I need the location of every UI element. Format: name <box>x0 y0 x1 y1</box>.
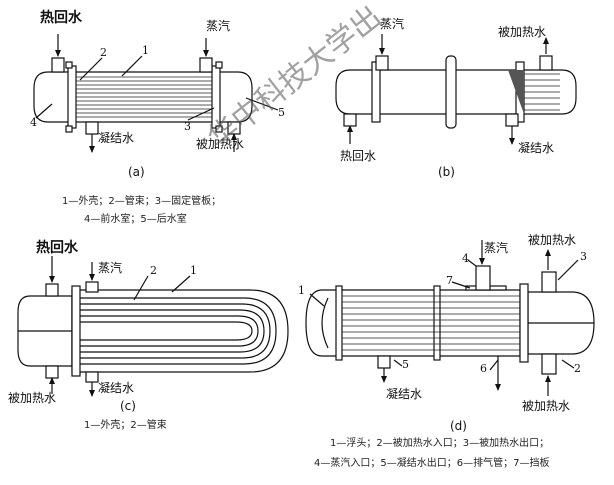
label-a-steam: 蒸汽 <box>206 18 230 33</box>
part-d-4: 4 <box>462 252 469 265</box>
part-c-1: 1 <box>190 264 197 277</box>
part-a-5: 5 <box>278 106 285 119</box>
part-d-3: 3 <box>580 250 587 263</box>
tube-bundle-a <box>76 76 212 118</box>
legend-d-line2: 4—蒸汽入口；5—凝结水出口；6—排气管；7—挡板 <box>314 456 549 469</box>
part-d-5: 5 <box>402 358 409 371</box>
caption-d: (d) <box>450 419 467 433</box>
caption-c: (c) <box>120 399 136 413</box>
tube-bundle-b <box>508 70 560 114</box>
label-c-steam: 蒸汽 <box>98 260 122 275</box>
label-d-steam: 蒸汽 <box>484 240 508 255</box>
caption-a: (a) <box>128 165 145 179</box>
part-a-1: 1 <box>142 44 149 57</box>
part-d-6: 6 <box>480 362 487 375</box>
diagram-a: 热回水 蒸汽 凝结水 被加热水 2 1 3 4 5 (a) 1—外壳；2—管束；… <box>30 9 285 225</box>
tube-bundle-d <box>342 295 520 351</box>
part-d-2: 2 <box>574 362 581 375</box>
label-b-hot-return: 热回水 <box>340 149 376 163</box>
label-b-heated-water: 被加热水 <box>498 25 546 39</box>
diagram-b: 蒸汽 被加热水 热回水 凝结水 (b) <box>335 16 577 179</box>
tube-bundle-c <box>18 297 277 365</box>
label-d-condensate: 凝结水 <box>386 386 422 401</box>
label-a-condensate: 凝结水 <box>98 130 134 145</box>
label-b-steam: 蒸汽 <box>380 16 404 31</box>
label-c-heated-water: 被加热水 <box>8 391 56 405</box>
part-d-7: 7 <box>446 274 453 287</box>
caption-b: (b) <box>438 165 455 179</box>
diagram-c: 热回水 蒸汽 被加热水 凝结水 2 1 (c) 1—外壳；2—管束 <box>8 239 289 431</box>
label-c-hot-return: 热回水 <box>36 239 79 256</box>
part-d-1: 1 <box>298 284 305 297</box>
label-a-heated-water: 被加热水 <box>196 137 244 151</box>
part-a-3: 3 <box>184 120 191 133</box>
label-c-condensate: 凝结水 <box>98 380 134 395</box>
legend-a-line2: 4—前水室；5—后水室 <box>84 212 187 225</box>
legend-d-line1: 1—浮头；2—被加热水入口；3—被加热水出口； <box>330 436 549 449</box>
label-a-hot-return: 热回水 <box>40 9 83 26</box>
label-b-condensate: 凝结水 <box>518 140 554 155</box>
part-a-4: 4 <box>30 116 37 129</box>
diagram-d: 蒸汽 被加热水 被加热水 凝结水 1 2 3 4 5 6 7 (d) 1—浮头；… <box>298 233 595 469</box>
part-c-2: 2 <box>150 264 157 277</box>
label-d-heated-water-out: 被加热水 <box>528 233 576 247</box>
legend-c: 1—外壳；2—管束 <box>84 418 167 431</box>
tube-sheet-left <box>67 65 77 129</box>
legend-a-line1: 1—外壳；2—管束；3—固定管板； <box>62 194 221 207</box>
label-d-heated-water-in: 被加热水 <box>522 399 570 413</box>
part-a-2: 2 <box>100 46 107 59</box>
